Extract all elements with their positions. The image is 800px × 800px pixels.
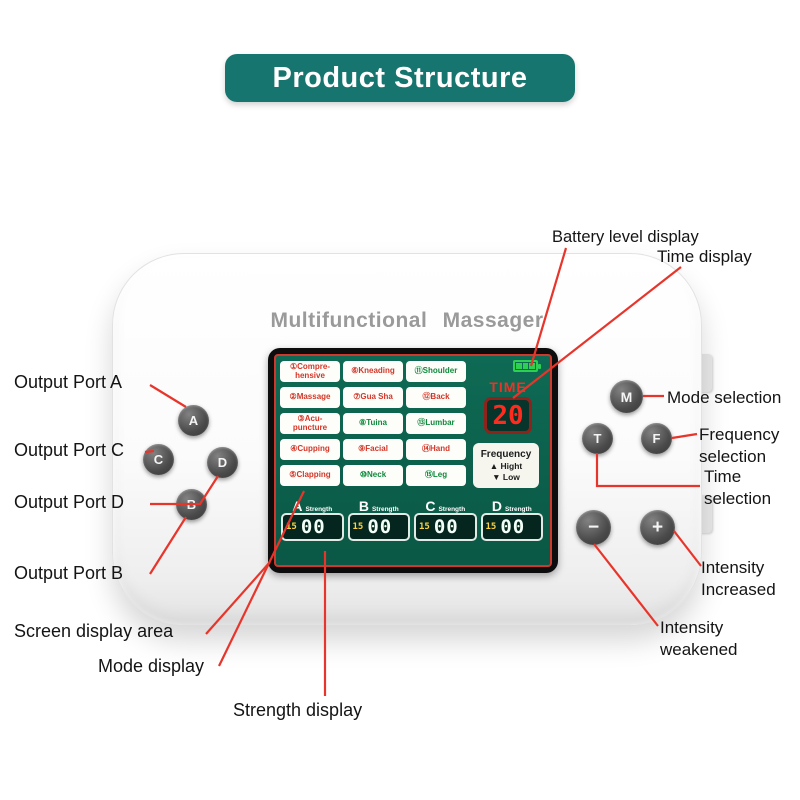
mode-item-guasha: ⑦Gua Sha <box>343 387 403 408</box>
mode-item-kneading: ⑥Kneading <box>343 361 403 382</box>
page-title: Product Structure <box>272 61 528 94</box>
note-screen-display-area: Screen display area <box>14 621 174 641</box>
output-port-a-button[interactable]: A <box>178 405 209 436</box>
screen-inner: ①Compre-hensive ⑥Kneading ⑪Shoulder ②Mas… <box>274 354 552 567</box>
intensity-decrease-button[interactable]: − <box>576 510 611 545</box>
output-port-d-button[interactable]: D <box>207 447 238 478</box>
battery-icon <box>513 360 541 372</box>
note-output-port-b: Output Port B <box>14 563 124 583</box>
banner: Product Structure <box>225 54 575 102</box>
note-intensity-weakened: Intensity weakened <box>660 618 738 659</box>
note-battery-level: Battery level display <box>552 228 699 246</box>
mode-item-hand: ⑭Hand <box>406 439 466 460</box>
time-button[interactable]: T <box>582 423 613 454</box>
note-output-port-c: Output Port C <box>14 440 125 460</box>
screen-display: ①Compre-hensive ⑥Kneading ⑪Shoulder ②Mas… <box>268 348 558 573</box>
frequency-title: Frequency <box>480 449 532 460</box>
mode-item-shoulder: ⑪Shoulder <box>406 361 466 382</box>
mode-item-acupuncture: ③Acu-puncture <box>280 413 340 434</box>
note-time-display: Time display <box>657 247 752 266</box>
mode-item-massage: ②Massage <box>280 387 340 408</box>
time-label: TIME <box>489 379 527 395</box>
mode-grid: ①Compre-hensive ⑥Kneading ⑪Shoulder ②Mas… <box>280 361 466 486</box>
output-port-b-button[interactable]: B <box>176 489 207 520</box>
mode-button[interactable]: M <box>610 380 643 413</box>
mode-item-lumbar: ⑬Lumbar <box>406 413 466 434</box>
note-mode-display: Mode display <box>98 656 205 676</box>
note-strength-display: Strength display <box>233 700 363 720</box>
massager-device: Multifunctional Massager A C D B M T F −… <box>112 253 702 625</box>
note-output-port-d: Output Port D <box>14 492 125 512</box>
frequency-panel: Frequency ▲ Hight ▼ Low <box>473 443 539 488</box>
mode-item-facial: ⑨Facial <box>343 439 403 460</box>
time-value-display: 20 <box>484 397 532 434</box>
note-time-selection: Time selection <box>704 467 772 508</box>
device-title: Multifunctional Massager <box>270 309 544 332</box>
frequency-button[interactable]: F <box>641 423 672 454</box>
mode-item-comprehensive: ①Compre-hensive <box>280 361 340 382</box>
frequency-high-option: ▲ Hight <box>489 461 523 471</box>
mode-item-tuina: ⑧Tuina <box>343 413 403 434</box>
output-port-c-button[interactable]: C <box>143 444 174 475</box>
time-value: 20 <box>492 400 524 431</box>
mode-item-cupping: ④Cupping <box>280 439 340 460</box>
note-frequency-selection: Frequency selection <box>699 425 780 466</box>
mode-item-back: ⑫Back <box>406 387 466 408</box>
mode-item-neck: ⑩Neck <box>343 465 403 486</box>
mode-item-leg: ⑮Leg <box>406 465 466 486</box>
mode-item-clapping: ⑤Clapping <box>280 465 340 486</box>
note-intensity-increased: Intensity Increased <box>701 558 776 599</box>
frequency-low-option: ▼ Low <box>492 472 520 482</box>
intensity-increase-button[interactable]: + <box>640 510 675 545</box>
note-mode-selection: Mode selection <box>667 388 782 407</box>
note-output-port-a: Output Port A <box>14 372 123 392</box>
